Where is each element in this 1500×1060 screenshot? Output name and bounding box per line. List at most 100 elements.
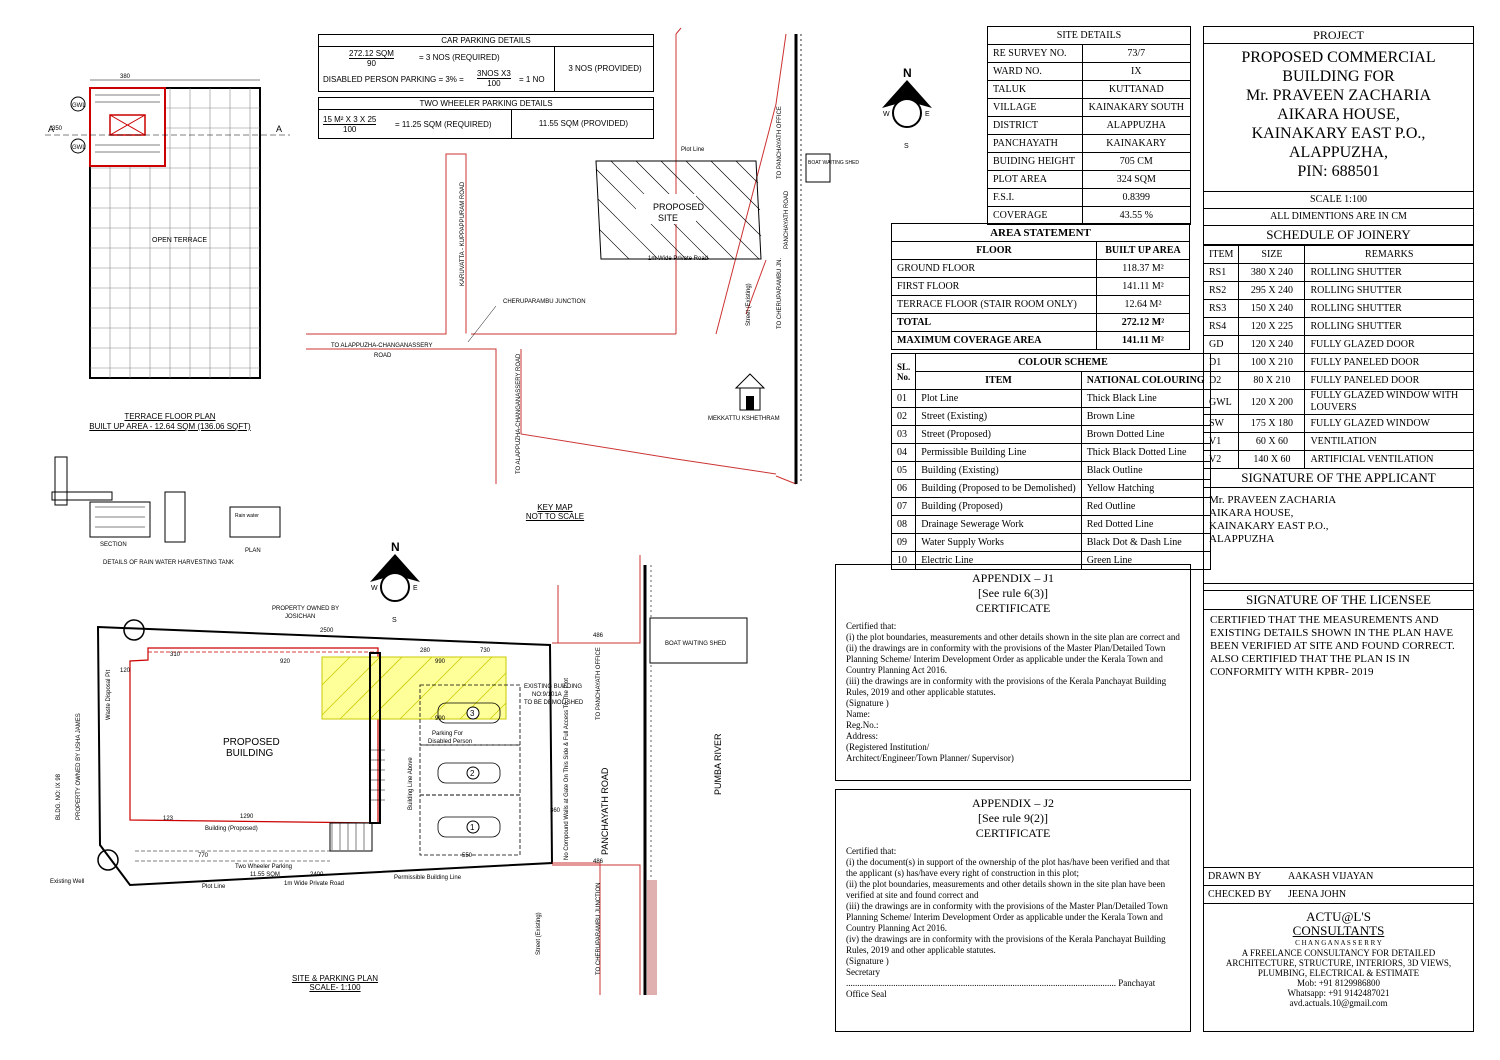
colour-item: Electric Line (915, 551, 1082, 570)
south-letter: S (904, 143, 909, 150)
site-detail-value: 73/7 (1081, 44, 1192, 63)
project-line: AIKARA HOUSE, (1277, 106, 1400, 123)
cheruparambu-junction: CHERUPARAMBU JUNCTION (503, 299, 586, 305)
consultant-line: Whatsapp: +91 9142487021 (1287, 988, 1390, 998)
joinery-item: V1 (1204, 432, 1240, 451)
appendix-j2-line: Secretary (846, 967, 880, 977)
site-detail-value: ALAPPUZHA (1081, 116, 1192, 135)
colour-no: 05 (890, 461, 917, 480)
project-line: BUILDING FOR (1282, 68, 1395, 85)
dim-label: 990 (435, 659, 446, 665)
site-plan-scale: SCALE- 1:100 (309, 983, 361, 992)
consultant-name: ACTU@L'S (1306, 909, 1371, 924)
colour-item: Building (Proposed) (915, 497, 1082, 516)
colour-no: 04 (890, 443, 917, 462)
two-wheeler-provided: 11.55 SQM (PROVIDED) (538, 119, 629, 128)
project-header: PROJECT (1204, 27, 1473, 44)
panchayath-road: PANCHAYATH ROAD (600, 767, 610, 855)
applicant-line: Mr. PRAVEEN ZACHARIA (1209, 494, 1337, 506)
appendix-j1: APPENDIX – J1 [See rule 6(3)] CERTIFICAT… (835, 564, 1191, 781)
joinery-remarks: ROLLING SHUTTER (1304, 317, 1473, 336)
site-detail-value: 43.55 % (1081, 206, 1192, 225)
appendix-j2-line: (iii) the drawings are in conformity wit… (846, 901, 1168, 933)
joinery-title: SCHEDULE OF JOINERY (1204, 226, 1473, 245)
joinery-remarks: FULLY GLAZED WINDOW WITH LOUVERS (1304, 389, 1473, 415)
colour-no: 03 (890, 425, 917, 444)
licensee-title: SIGNATURE OF THE LICENSEE (1204, 590, 1473, 610)
colour-value: Brown Line (1080, 407, 1211, 426)
gwl-tag: GWL (72, 145, 86, 151)
col-sl-no: SL. No. (890, 353, 917, 390)
car-parking-title: CAR PARKING DETAILS (319, 35, 653, 47)
appendix-j1-line: (Registered Institution/ (846, 742, 930, 752)
disabled-parking-label: DISABLED PERSON PARKING = 3% = (323, 75, 464, 84)
joinery-item: V2 (1204, 450, 1240, 469)
appendix-j2-line: ........................................… (846, 978, 1156, 988)
colour-scheme-title: COLOUR SCHEME (915, 353, 1211, 372)
colour-item: Building (Existing) (915, 461, 1082, 480)
area-floor: TERRACE FLOOR (STAIR ROOM ONLY) (891, 295, 1097, 314)
area-floor: GROUND FLOOR (891, 259, 1097, 278)
joinery-size: 120 X 240 (1238, 335, 1306, 354)
terrace-subtitle: BUILT UP AREA - 12.64 SQM (136.06 SQFT) (89, 422, 251, 431)
proposed-site-label: PROPOSED (653, 202, 705, 212)
boat-shed-label: BOAT WAITING SHED (808, 160, 859, 166)
joinery-item: GD (1204, 335, 1240, 354)
joinery-size: 175 X 180 (1238, 414, 1306, 433)
josichan-label: JOSICHAN (285, 614, 315, 620)
colour-no: 02 (890, 407, 917, 426)
colour-no: 08 (890, 515, 917, 534)
drawn-by-value: AAKASH VIJAYAN (1288, 871, 1374, 882)
appendix-j2-title: APPENDIX – J2 (971, 796, 1054, 810)
joinery-size: 380 X 240 (1238, 263, 1306, 282)
joinery-size: 60 X 60 (1238, 432, 1306, 451)
property-owner-label: PROPERTY OWNED BY (272, 606, 339, 612)
appendix-j1-line: (ii) the drawings are in conformity with… (846, 643, 1166, 675)
consultant-line: avd.actuals.10@gmail.com (1289, 998, 1388, 1008)
site-detail-label: TALUK (987, 80, 1083, 99)
site-detail-label: BUIDING HEIGHT (987, 152, 1083, 171)
checked-by-label: CHECKED BY (1208, 889, 1272, 900)
east-letter: E (925, 111, 930, 118)
not-to-scale: NOT TO SCALE (525, 512, 585, 521)
col-floor: FLOOR (891, 241, 1097, 260)
consultant-place: C H A N G A N A S S E R R Y (1295, 939, 1382, 947)
disabled-parking-num: 3NOS X3 (477, 69, 511, 79)
site-detail-label: RE SURVEY NO. (987, 44, 1083, 63)
dim-label: 1290 (240, 814, 254, 820)
panchayath-road-label: PANCHAYATH ROAD (784, 190, 790, 249)
colour-item: Street (Existing) (915, 407, 1082, 426)
colour-value: Red Dotted Line (1080, 515, 1211, 534)
site-detail-label: PLOT AREA (987, 170, 1083, 189)
key-map: PROPOSED SITE Plot Line 1m Wide Private … (306, 27, 859, 485)
joinery-remarks: FULLY GLAZED WINDOW (1304, 414, 1473, 433)
to-alappuzha-road: TO ALAPPUZHA-CHANGANASSERY ROAD (516, 353, 522, 474)
colour-value: Black Outline (1080, 461, 1211, 480)
site-detail-label: VILLAGE (987, 98, 1083, 117)
colour-value: Thick Black Dotted Line (1080, 443, 1211, 462)
applicant-line: KAINAKARY EAST P.O., (1209, 520, 1329, 532)
appendix-j2: APPENDIX – J2 [See rule 9(2)] CERTIFICAT… (835, 789, 1191, 1032)
no-compound-label: No Compound Walls at Gate On This Side &… (564, 678, 570, 860)
joinery-item: SW (1204, 414, 1240, 433)
section-marker: A (48, 124, 54, 134)
to-panchayath-label: TO PANCHAYATH OFFICE (777, 106, 783, 179)
to-panchayath-office: TO PANCHAYATH OFFICE (596, 647, 602, 720)
north-letter: N (391, 540, 400, 554)
colour-value: Yellow Hatching (1080, 479, 1211, 498)
rain-title: DETAILS OF RAIN WATER HARVESTING TANK (103, 560, 234, 566)
appendix-j1-line: (Signature ) (846, 698, 889, 708)
